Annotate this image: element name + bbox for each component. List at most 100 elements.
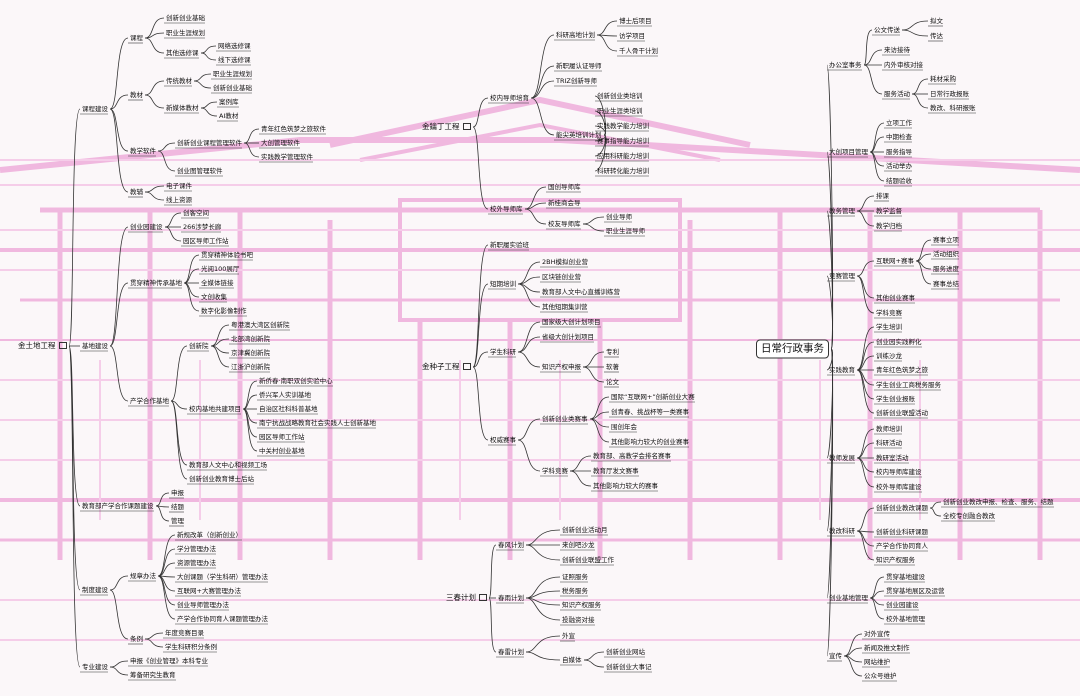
node-r5-3-1[interactable]: 排课	[876, 192, 889, 200]
node-r2-2-3-1[interactable]: 创业导师	[606, 213, 632, 221]
node-r2-2[interactable]: 校外导师库	[490, 205, 523, 213]
node-r1-1-3-1-1[interactable]: 青年红色筑梦之旅软件	[261, 125, 326, 133]
node-r1-5[interactable]: 专业建设	[82, 663, 108, 671]
node-r1-1-4-1[interactable]: 电子课件	[166, 182, 192, 190]
node-r4-3-2-1[interactable]: 创新创业网站	[606, 648, 645, 656]
node-r3[interactable]: 金种子工程	[422, 363, 471, 371]
node-r1-1-3-1-3[interactable]: 实践教学管理软件	[261, 153, 313, 161]
node-r3-4[interactable]: 权威赛事	[490, 436, 516, 444]
node-r5-4-1-3[interactable]: 服务进度	[933, 265, 959, 273]
node-r5-2[interactable]: 大创项目管理	[829, 148, 868, 156]
node-r5-3[interactable]: 教务管理	[829, 207, 855, 215]
node-r3-3-1[interactable]: 国家级大创计划项目	[542, 318, 601, 326]
node-r5-3-2[interactable]: 教学监督	[876, 207, 902, 215]
node-r3-4-2-3[interactable]: 其他影响力较大的赛事	[593, 482, 658, 490]
node-r1-1-1-3-1[interactable]: 网络选修课	[218, 42, 251, 50]
node-r5-6-1[interactable]: 教师培训	[876, 425, 902, 433]
node-r2-1-4[interactable]: 能尖英培训计划	[556, 131, 602, 139]
node-r5-8-2[interactable]: 贯穿基地展区及运营	[886, 587, 945, 595]
node-r1-1-3[interactable]: 教学软件	[130, 147, 156, 155]
node-r1-2-1-3[interactable]: 园区导师工作站	[183, 237, 229, 245]
node-r5-1-1-1[interactable]: 拟文	[930, 17, 943, 25]
node-r1-1-4[interactable]: 教辅	[130, 188, 143, 196]
node-r3-3-2[interactable]: 省级大创计划项目	[542, 333, 594, 341]
node-r4[interactable]: 三春计划	[446, 594, 487, 602]
node-r1-4[interactable]: 制度建设	[82, 586, 108, 594]
node-r5-5-6[interactable]: 学生创业报账	[876, 395, 915, 403]
node-r5-5-2[interactable]: 创业园实践孵化	[876, 338, 922, 346]
node-r4-3[interactable]: 春雷计划	[498, 648, 524, 656]
node-r1-1-4-2[interactable]: 线上资源	[166, 196, 192, 204]
node-r1-1-2-1-1[interactable]: 职业生涯规划	[213, 70, 252, 78]
node-r5[interactable]: 日常行政事务	[756, 339, 829, 359]
node-r2-2-3[interactable]: 校友导师库	[548, 220, 581, 228]
node-r5-5-5[interactable]: 学生创业工商税务服务	[876, 381, 941, 389]
node-r4-2-2[interactable]: 税务服务	[562, 587, 588, 595]
node-r1-1-2-2-1[interactable]: 案例库	[219, 98, 239, 106]
node-r4-2[interactable]: 春雨计划	[498, 594, 524, 602]
node-r5-7-1-1[interactable]: 创新创业教改申报、检查、服务、结题	[943, 498, 1054, 506]
node-r5-5-3[interactable]: 训练沙龙	[876, 352, 902, 360]
node-r5-7-3[interactable]: 产学合作协同育人	[876, 542, 928, 550]
node-r5-6-2[interactable]: 科研活动	[876, 439, 902, 447]
node-r1-4-1-3[interactable]: 资源管理办法	[177, 559, 216, 567]
node-r1-2-3-1-2[interactable]: 北部湾创新院	[231, 335, 270, 343]
node-r1-4-2[interactable]: 条例	[130, 635, 143, 643]
node-r1-2-2-2[interactable]: 光阅100展厅	[201, 265, 239, 273]
node-r1-1-1-3[interactable]: 其他选修课	[166, 49, 199, 57]
node-r1-3-3[interactable]: 管理	[171, 517, 184, 525]
node-r1-2-3-2-5[interactable]: 园区导师工作站	[259, 433, 305, 441]
node-r5-7-1-2[interactable]: 全校专创融合教改	[943, 512, 995, 520]
node-r1-2-3[interactable]: 产学合作基地	[130, 397, 169, 405]
node-r4-3-1[interactable]: 外宣	[562, 632, 575, 640]
node-r5-9[interactable]: 宣传	[829, 652, 842, 660]
node-r2-1-1-1[interactable]: 博士后项目	[619, 17, 652, 25]
node-r3-4-1[interactable]: 创新创业类赛事	[542, 415, 588, 423]
node-r5-1-4-1[interactable]: 耗材采购	[930, 75, 956, 83]
node-r3-2-2[interactable]: 区块链创业营	[542, 273, 581, 281]
node-r1[interactable]: 金土地工程	[18, 342, 67, 350]
node-r1-2-3-2-4[interactable]: 南宁抗战战略教育社会实践人士创新基地	[259, 419, 376, 427]
node-r1-2-3-2[interactable]: 校内基地共建项目	[189, 405, 241, 413]
node-r5-4[interactable]: 竞赛管理	[829, 272, 855, 280]
node-r2-1-1-2[interactable]: 访学项目	[619, 32, 645, 40]
node-r1-4-1-1[interactable]: 新规改革（创新创业）	[177, 531, 242, 539]
node-r5-1-4-3[interactable]: 教改、科研报账	[930, 104, 976, 112]
node-r2-1-1-3[interactable]: 千人骨干计划	[619, 47, 658, 55]
node-r1-3-1[interactable]: 申报	[171, 489, 184, 497]
node-r1-5-2[interactable]: 筹备研究生教育	[130, 671, 176, 679]
node-r5-7-4[interactable]: 知识产权服务	[876, 556, 915, 564]
node-r2-1-4-3[interactable]: 实践教学能力培训	[597, 122, 649, 130]
node-r1-1-1[interactable]: 课程	[130, 34, 143, 42]
node-r1-2-3-2-6[interactable]: 中关村创业基地	[259, 447, 305, 455]
node-r5-6-3[interactable]: 教研室活动	[876, 454, 909, 462]
node-r3-4-2-1[interactable]: 教育部、高教学会排名赛事	[593, 452, 671, 460]
node-r3-2[interactable]: 短期培训	[490, 280, 516, 288]
node-r5-1-4-2[interactable]: 日常行政报账	[930, 90, 969, 98]
node-r5-8[interactable]: 创业基地管理	[829, 594, 868, 602]
node-r2[interactable]: 金鑰丁工程	[422, 123, 471, 131]
node-r1-4-1-6[interactable]: 创业导师管理办法	[177, 601, 229, 609]
node-r2-1-2[interactable]: 新职履认证导师	[556, 62, 602, 70]
node-r5-4-3[interactable]: 学科竞赛	[876, 309, 902, 317]
node-r4-3-2-2[interactable]: 创新创业大事记	[606, 663, 652, 671]
node-r5-3-3[interactable]: 教学归档	[876, 222, 902, 230]
node-r1-2-3-2-1[interactable]: 新侨春·南职双创实验中心	[259, 377, 333, 385]
node-r5-9-4[interactable]: 公众号维护	[864, 672, 897, 680]
node-r1-4-1-4[interactable]: 大创课题（学生科研）管理办法	[177, 573, 268, 581]
node-r3-4-1-2[interactable]: 创青春、挑战杯等一类赛事	[611, 408, 689, 416]
node-r5-6-4[interactable]: 校内导师库建设	[876, 468, 922, 476]
node-r2-1-4-2[interactable]: 职业生涯类培训	[597, 107, 643, 115]
node-r3-3-3[interactable]: 知识产权申报	[542, 363, 581, 371]
node-r2-1-4-4[interactable]: 赛事指导能力培训	[597, 137, 649, 145]
node-r1-1-1-2[interactable]: 职业生涯规划	[166, 29, 205, 37]
node-r5-9-3[interactable]: 网站维护	[864, 658, 890, 666]
node-r5-8-4[interactable]: 校外基地管理	[886, 615, 925, 623]
node-r5-4-1-1[interactable]: 赛事立项	[933, 236, 959, 244]
node-r2-1-1[interactable]: 科研高地计划	[556, 31, 595, 39]
node-r3-3-3-3[interactable]: 论文	[606, 378, 619, 386]
node-r1-4-2-1[interactable]: 年度竞赛目录	[165, 629, 204, 637]
node-r5-4-1-2[interactable]: 活动组织	[933, 250, 959, 258]
node-r2-1[interactable]: 校内导师培育	[490, 94, 529, 102]
node-r3-4-1-3[interactable]: 围创年会	[611, 423, 637, 431]
